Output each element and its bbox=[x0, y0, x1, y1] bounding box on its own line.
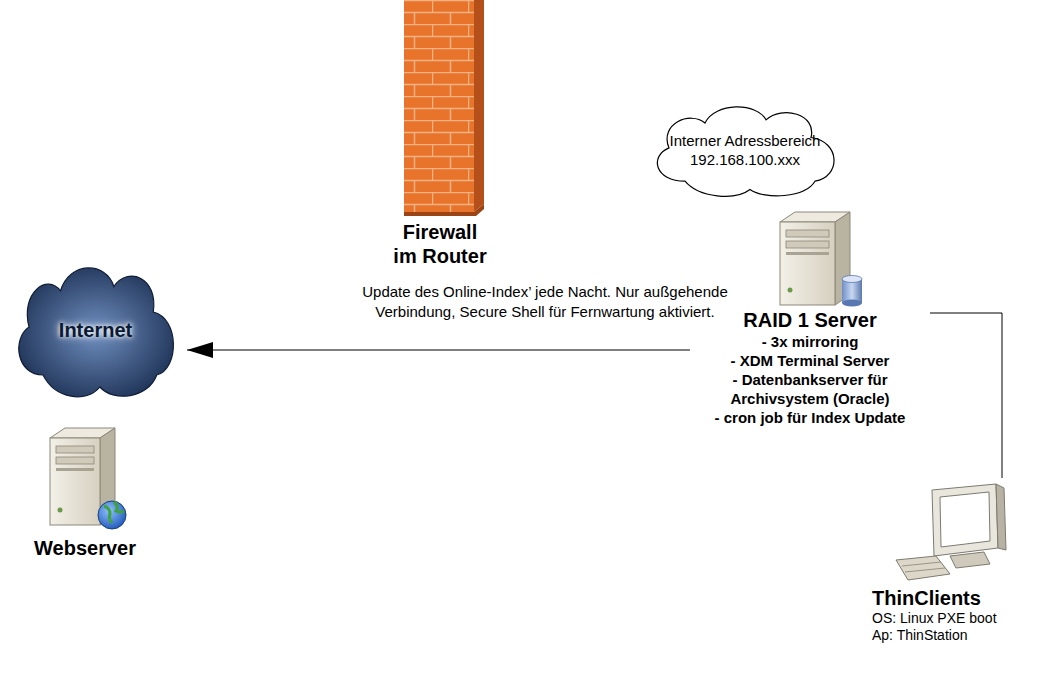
arrow-head bbox=[187, 342, 213, 358]
connector bbox=[187, 342, 690, 358]
firewall-box: Firewall im Router bbox=[390, 0, 490, 268]
node-title: Firewall im Router bbox=[390, 220, 490, 268]
connector-line bbox=[187, 350, 690, 351]
node-detail: OS: Linux PXE boot bbox=[872, 610, 1038, 627]
node-title: Webserver bbox=[15, 536, 155, 560]
webserver-icon bbox=[50, 428, 126, 529]
node-title: ThinClients bbox=[872, 586, 1038, 610]
node-detail: - Datenbankserver für Archivsystem (Orac… bbox=[690, 370, 930, 408]
address-cloud: Interner Adressbereich 192.168.100.xxx bbox=[645, 98, 845, 202]
internet-cloud: Internet bbox=[8, 255, 183, 405]
firewall-wall bbox=[404, 0, 484, 216]
connector bbox=[930, 313, 1002, 478]
node-detail: - cron job für Index Update bbox=[690, 408, 930, 427]
webserver-box: Webserver bbox=[15, 420, 155, 560]
server-icon bbox=[780, 212, 862, 307]
thinclient-icon bbox=[896, 484, 1006, 580]
node-detail: - XDM Terminal Server bbox=[690, 351, 930, 370]
node-detail: Ap: ThinStation bbox=[872, 627, 1038, 644]
connector-line bbox=[930, 313, 1002, 478]
edge-label: Update des Online-Index’ jede Nacht. Nur… bbox=[358, 282, 732, 322]
cloud-outline bbox=[645, 98, 845, 202]
node-detail: - 3x mirroring bbox=[690, 332, 930, 351]
thinclient-box: ThinClientsOS: Linux PXE bootAp: ThinSta… bbox=[872, 478, 1038, 644]
node-title: Interner Adressbereich 192.168.100.xxx bbox=[665, 131, 825, 169]
node-title: Internet bbox=[59, 318, 132, 342]
